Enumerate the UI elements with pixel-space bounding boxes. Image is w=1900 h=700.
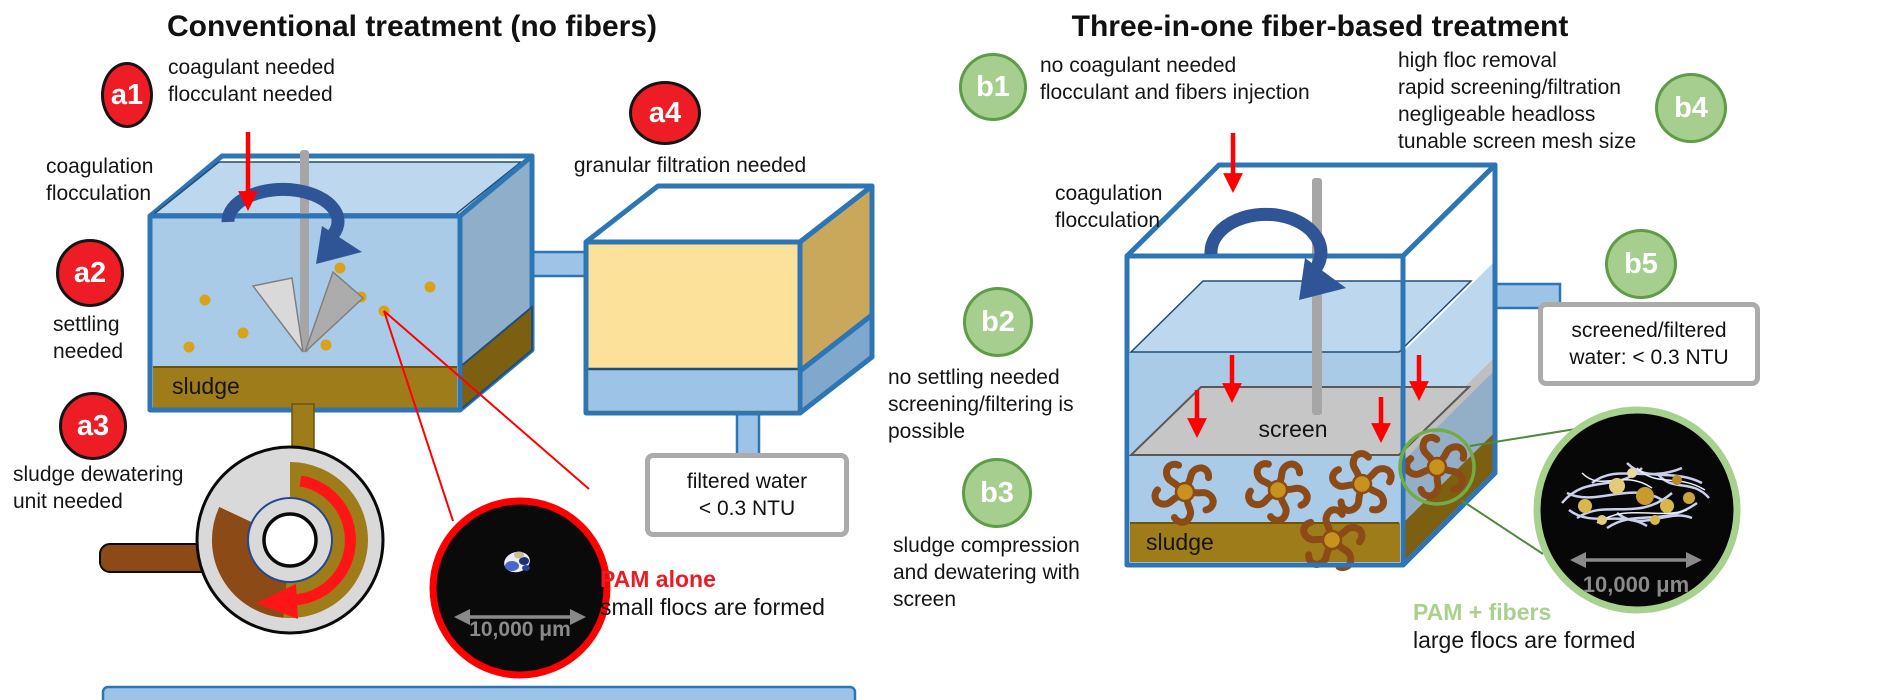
right-vessel-label: coagulation flocculation xyxy=(1055,182,1163,232)
badge-b3: b3 xyxy=(962,458,1032,528)
note-a1: coagulant needed flocculant needed xyxy=(168,56,335,106)
floc-callout-ring xyxy=(1398,428,1476,506)
centrifuge-rotation-arrow xyxy=(284,475,356,606)
dewatering-unit xyxy=(99,445,385,635)
bottom-channel xyxy=(101,685,857,700)
floc-clumps xyxy=(1578,468,1695,525)
impeller xyxy=(251,270,365,353)
badge-a2: a2 xyxy=(56,239,124,307)
mixer-shaft xyxy=(300,150,309,352)
right-inset-caption: large flocs are formed xyxy=(1413,627,1636,653)
three-in-one-tank xyxy=(1124,162,1498,586)
badge-a1: a1 xyxy=(101,62,153,128)
right-inset-caption-strong: PAM + fibers xyxy=(1413,599,1552,625)
sludge-layer xyxy=(153,367,457,408)
right-title: Three-in-one fiber-based treatment xyxy=(1071,10,1569,43)
inset-micrograph-left xyxy=(429,497,611,679)
left-inset-scale-label: 10,000 μm xyxy=(469,618,571,641)
granular-filter-box xyxy=(583,183,875,416)
badge-b1: b1 xyxy=(959,53,1027,121)
left-title: Conventional treatment (no fibers) xyxy=(166,10,658,43)
left-inset-caption-strong: PAM alone xyxy=(600,566,716,592)
note-b4: high floc removal rapid screening/filtra… xyxy=(1398,49,1637,153)
left-inset-caption: small flocs are formed xyxy=(600,594,825,620)
note-a3: sludge dewatering unit needed xyxy=(13,463,184,513)
note-b1: no coagulant needed flocculant and fiber… xyxy=(1040,54,1310,104)
coagulation-tank-left xyxy=(147,150,535,413)
left-sludge-label: sludge xyxy=(172,373,240,399)
right-sludge-label: sludge xyxy=(1146,529,1214,555)
mixer-shaft xyxy=(1312,178,1322,415)
badge-a3: a3 xyxy=(59,392,127,460)
small-floc-image xyxy=(504,551,530,573)
filtered-water-box: filtered water < 0.3 NTU xyxy=(645,453,849,537)
note-b3: sludge compression and dewatering with s… xyxy=(893,534,1080,611)
rotation-arrow-icon xyxy=(221,182,362,264)
note-a4: granular filtration needed xyxy=(573,154,807,177)
screening-arrows xyxy=(1187,355,1429,443)
note-a2: settling needed xyxy=(53,313,124,363)
screen-label: screen xyxy=(1258,416,1328,442)
callout-lines-green xyxy=(1460,426,1589,555)
left-vessel-label: coagulation flocculation xyxy=(46,155,154,205)
badge-b2: b2 xyxy=(963,287,1033,357)
badge-b4: b4 xyxy=(1655,73,1727,143)
note-b2: no settling needed screening/filtering i… xyxy=(888,366,1074,443)
large-floc-image xyxy=(1561,462,1710,530)
badge-b5: b5 xyxy=(1605,229,1677,299)
badge-a4: a4 xyxy=(629,81,701,145)
screened-water-box: screened/filtered water: < 0.3 NTU xyxy=(1538,302,1760,386)
right-inset-scale-label: 10,000 μm xyxy=(1582,572,1690,597)
callout-lines-red xyxy=(383,310,590,522)
inset-micrograph-right xyxy=(1533,406,1741,614)
water-surface xyxy=(1129,280,1473,353)
rotation-arrow-icon xyxy=(1204,207,1346,300)
